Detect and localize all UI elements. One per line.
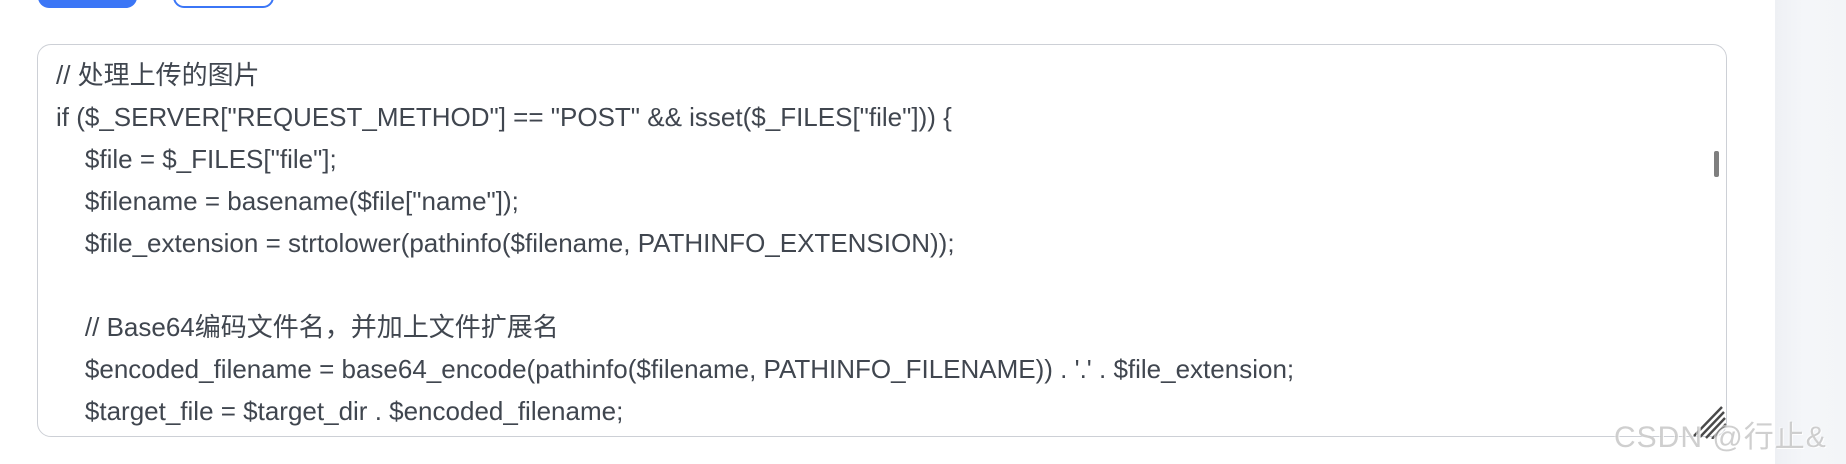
code-line: $encoded_filename = base64_encode(pathin… [56, 354, 1295, 384]
secondary-button[interactable] [173, 0, 274, 8]
page-right-gutter [1775, 0, 1846, 464]
code-line: $file = $_FILES["file"]; [56, 144, 337, 174]
code-textarea[interactable]: // 处理上传的图片 if ($_SERVER["REQUEST_METHOD"… [37, 44, 1727, 437]
code-line: if ($_SERVER["REQUEST_METHOD"] == "POST"… [56, 102, 952, 132]
code-line: // Base64编码文件名，并加上文件扩展名 [56, 312, 559, 342]
code-content: // 处理上传的图片 if ($_SERVER["REQUEST_METHOD"… [38, 45, 1726, 436]
code-line [56, 264, 1708, 306]
code-line: $filename = basename($file["name"]); [56, 186, 519, 216]
resize-grip-icon[interactable] [1693, 403, 1727, 440]
code-line: $target_file = $target_dir . $encoded_fi… [56, 396, 624, 426]
scrollbar-thumb[interactable] [1714, 151, 1719, 177]
code-line: // 处理上传的图片 [56, 60, 260, 90]
primary-button[interactable] [38, 0, 137, 8]
code-line: $file_extension = strtolower(pathinfo($f… [56, 228, 955, 258]
